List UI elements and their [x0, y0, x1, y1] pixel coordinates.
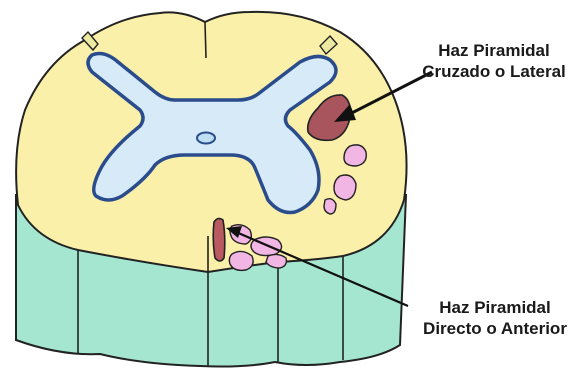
tract-lateral-1 — [344, 145, 366, 166]
tract-lateral-2 — [334, 175, 356, 200]
label-lateral-line1: Haz Piramidal — [414, 40, 574, 61]
tract-lateral-3 — [324, 199, 336, 214]
label-anterior-line1: Haz Piramidal — [415, 297, 575, 318]
central-canal — [197, 133, 215, 144]
anterior-pyramidal-tract — [213, 218, 225, 261]
label-anterior-line2: Directo o Anterior — [415, 318, 575, 339]
tract-anterior-3 — [229, 251, 253, 270]
label-anterior-pyramidal-tract: Haz Piramidal Directo o Anterior — [415, 297, 575, 339]
label-lateral-line2: Cruzado o Lateral — [414, 61, 574, 82]
label-lateral-pyramidal-tract: Haz Piramidal Cruzado o Lateral — [414, 40, 574, 82]
posterior-septum — [205, 22, 206, 58]
tract-anterior-4 — [266, 254, 286, 268]
